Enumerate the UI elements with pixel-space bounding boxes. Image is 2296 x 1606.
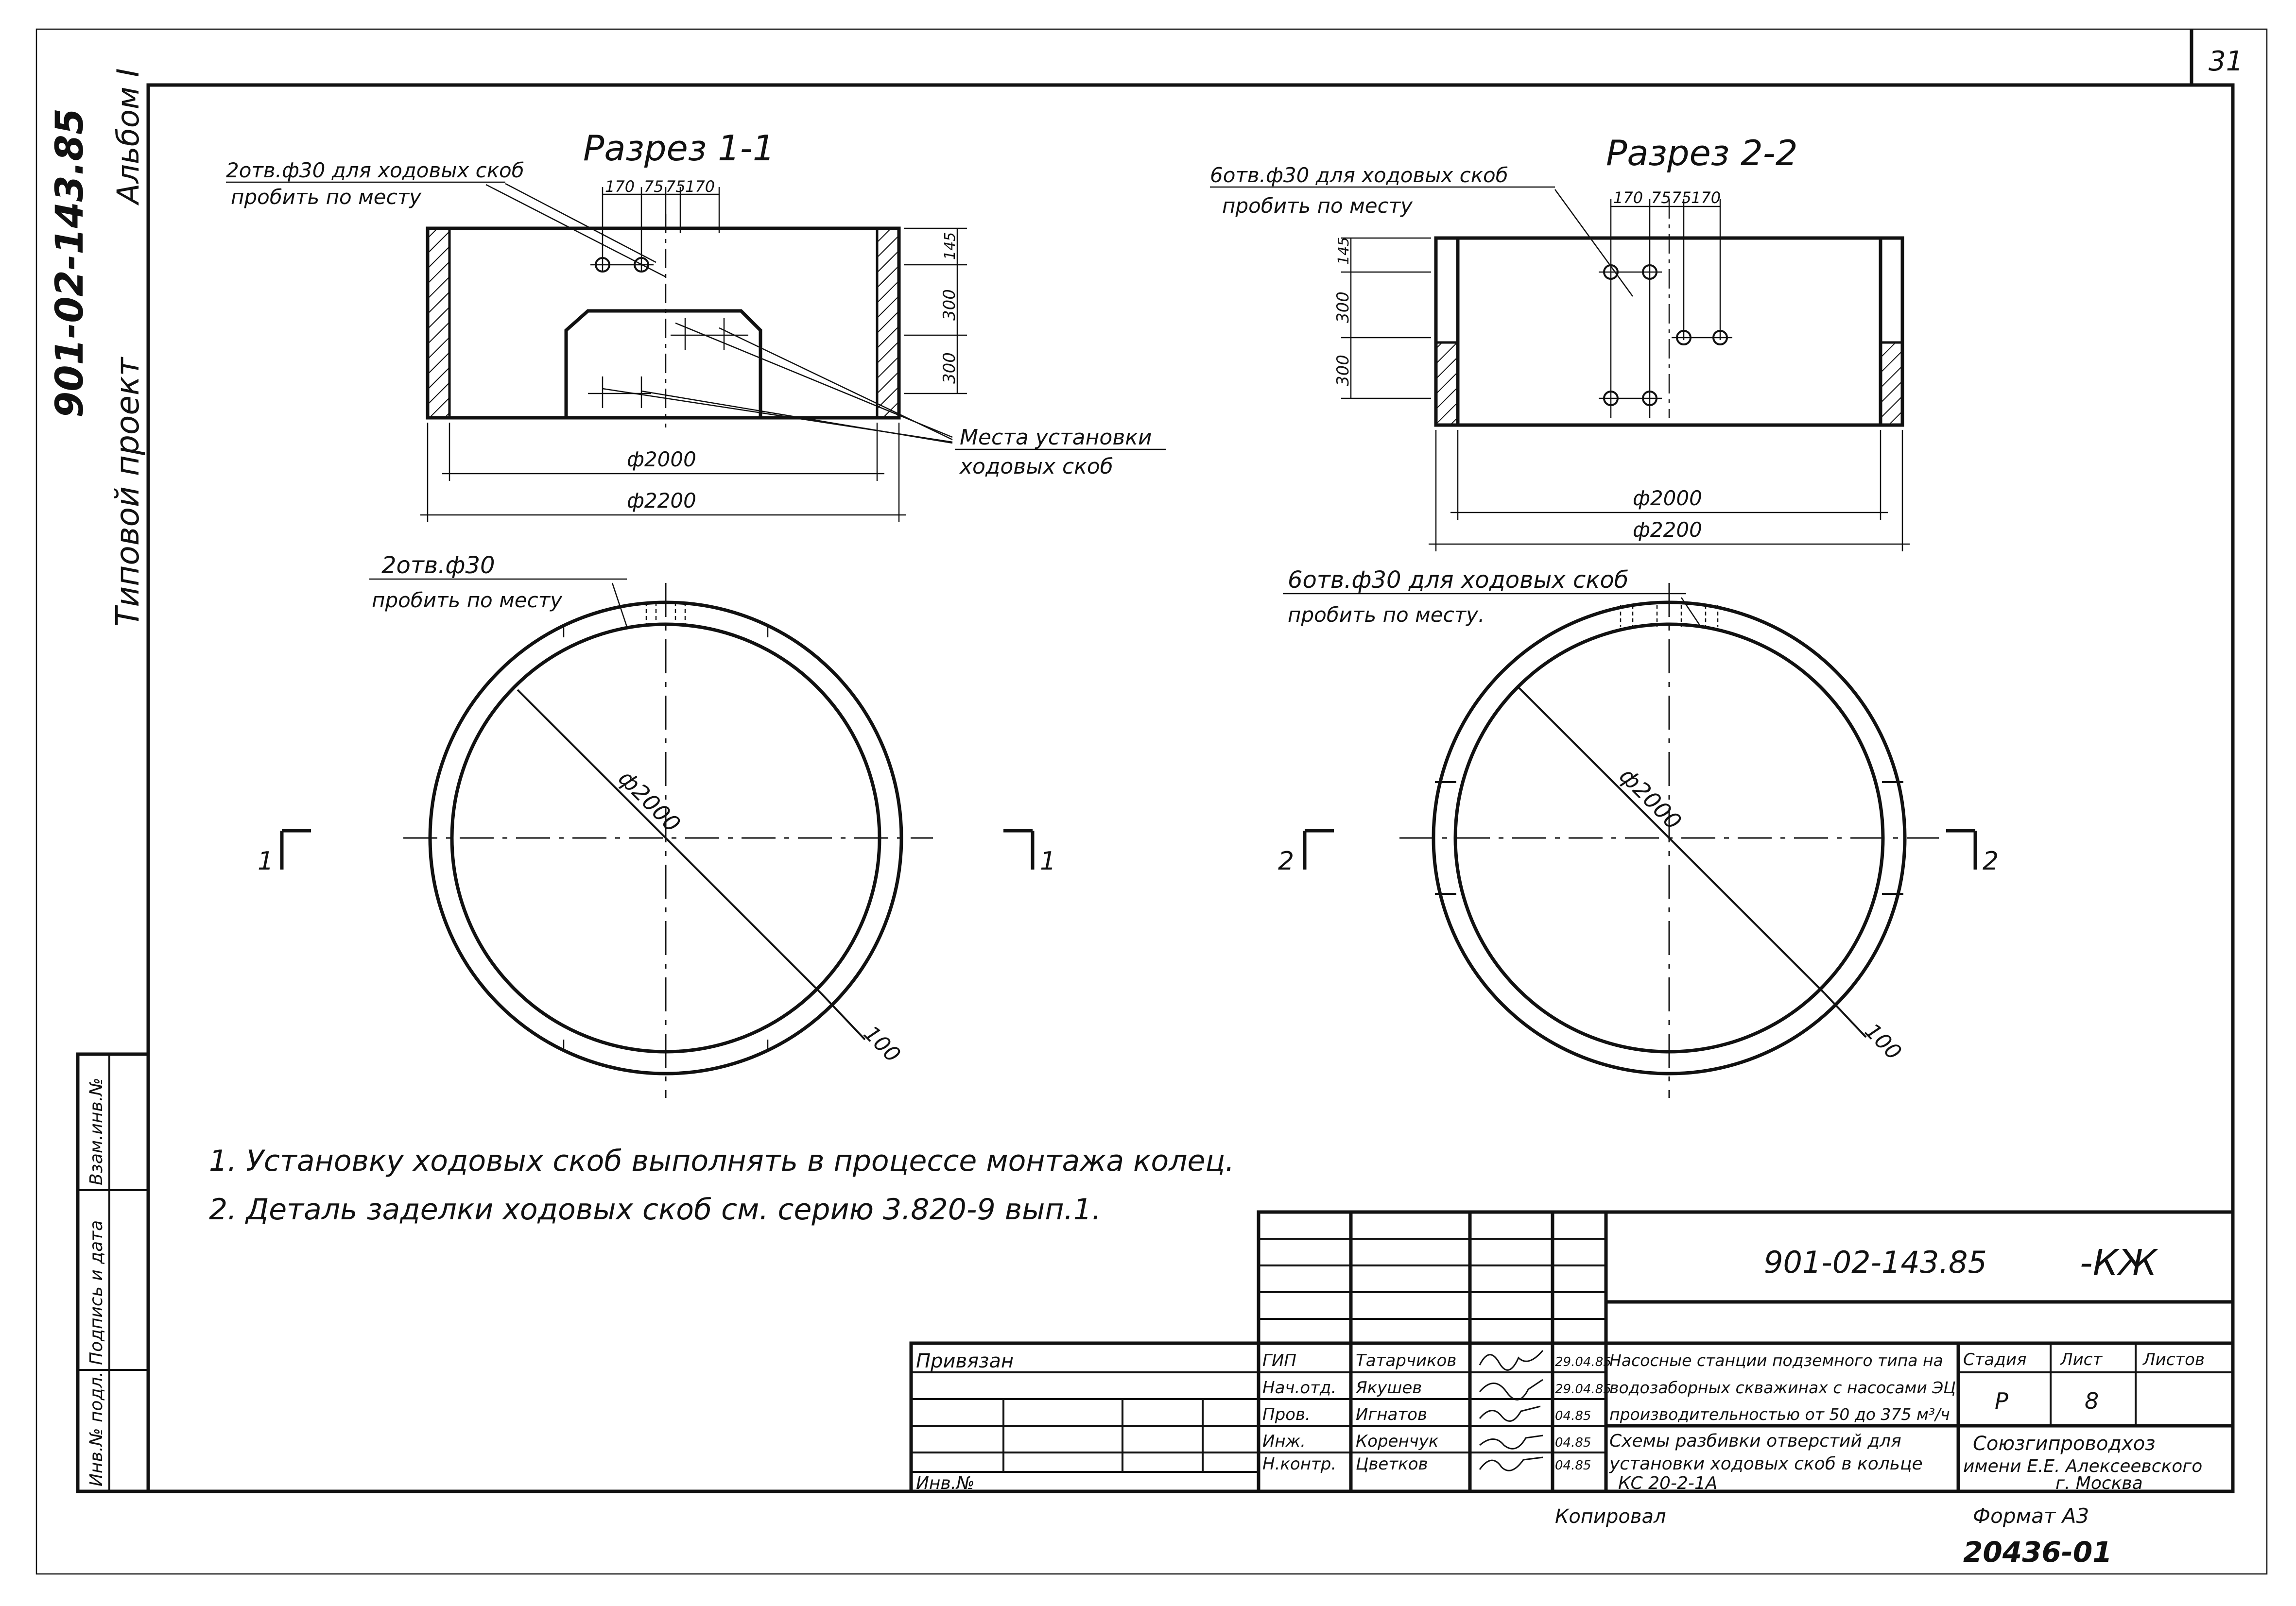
svg-text:Лист: Лист [2059, 1350, 2103, 1369]
svg-text:6отв.ф30 для ходовых скоб: 6отв.ф30 для ходовых скоб [1288, 566, 1628, 594]
svg-text:установки ходовых скоб в кольц: установки ходовых скоб в кольце [1609, 1454, 1923, 1474]
format-label: Формат А3 [1973, 1504, 2089, 1528]
svg-text:Цветков: Цветков [1356, 1454, 1428, 1474]
sheet-number: 31 [2209, 46, 2243, 77]
svg-text:Насосные станции подземного ти: Насосные станции подземного типа на [1609, 1351, 1943, 1370]
svg-text:29.04.85: 29.04.85 [1555, 1382, 1611, 1397]
note-2: 2. Деталь заделки ходовых скоб см. серию… [209, 1193, 1101, 1227]
svg-text:300: 300 [1333, 355, 1353, 386]
svg-text:Схемы разбивки отверстий для: Схемы разбивки отверстий для [1609, 1431, 1901, 1451]
archive-number: 20436-01 [1963, 1536, 2112, 1569]
svg-text:имени Е.Е. Алексеевского: имени Е.Е. Алексеевского [1963, 1456, 2202, 1476]
doc-code: 901-02-143.85 [1764, 1245, 1987, 1280]
svg-text:Союзгипроводхоз: Союзгипроводхоз [1973, 1433, 2156, 1455]
svg-text:Листов: Листов [2142, 1350, 2205, 1369]
svg-text:Игнатов: Игнатов [1356, 1405, 1427, 1424]
svg-text:170: 170 [685, 177, 715, 196]
svg-text:ф2000: ф2000 [1633, 486, 1702, 510]
svg-text:Н.контр.: Н.контр. [1262, 1454, 1336, 1474]
svg-text:170: 170 [605, 177, 635, 196]
section-1-title: Разрез 1-1 [583, 128, 775, 169]
svg-text:300: 300 [940, 352, 959, 384]
svg-text:пробить по месту: пробить по месту [372, 588, 563, 612]
svg-text:100: 100 [859, 1021, 905, 1067]
doc-mark: -КЖ [2080, 1242, 2158, 1284]
note-1: 1. Установку ходовых скоб выполнять в пр… [209, 1144, 1234, 1178]
svg-text:ф2000: ф2000 [613, 765, 686, 837]
svg-text:производительностью от 50 до 3: производительностью от 50 до 375 м³/ч [1609, 1405, 1950, 1424]
svg-text:2отв.ф30: 2отв.ф30 [381, 552, 495, 579]
svg-text:2: 2 [1983, 847, 1999, 876]
svg-text:145: 145 [1335, 237, 1352, 265]
svg-text:2: 2 [1278, 847, 1294, 876]
section-1-hole-note-1: 2отв.ф30 для ходовых скоб [226, 158, 524, 182]
outer-frame [35, 28, 2268, 1575]
svg-text:Инж.: Инж. [1262, 1432, 1306, 1451]
svg-text:водозаборных скважинах с насос: водозаборных скважинах с насосами ЭЦ [1609, 1378, 1956, 1397]
svg-text:75: 75 [666, 177, 686, 196]
svg-text:пробить по месту: пробить по месту [1222, 194, 1413, 218]
title-block: 901-02-143.85 -КЖ Привязан Инв.№ ГИП Нач… [909, 1210, 2235, 1493]
plan-2: 6отв.ф30 для ходовых скоб пробить по мес… [1278, 566, 1999, 1098]
plan-1: 2отв.ф30 пробить по месту ф2000 100 1 1 [258, 552, 1056, 1098]
left-stamp: Взам.инв.№ Подпись и дата Инв.№ подл. [76, 1052, 150, 1493]
svg-text:ф2000: ф2000 [1614, 763, 1687, 835]
svg-text:ф2000: ф2000 [627, 447, 696, 471]
svg-text:ходовых скоб: ходовых скоб [959, 454, 1113, 479]
svg-text:75: 75 [1672, 188, 1692, 207]
svg-text:04.85: 04.85 [1555, 1458, 1591, 1473]
svg-text:Татарчиков: Татарчиков [1356, 1351, 1456, 1370]
svg-text:Инв.№ подл.: Инв.№ подл. [86, 1371, 106, 1486]
svg-text:75: 75 [644, 177, 664, 196]
svg-text:170: 170 [1691, 188, 1721, 207]
svg-text:170: 170 [1613, 188, 1643, 207]
svg-text:Нач.отд.: Нач.отд. [1262, 1378, 1336, 1398]
svg-text:ф2200: ф2200 [1633, 518, 1702, 542]
svg-text:300: 300 [1333, 291, 1353, 323]
svg-text:1: 1 [258, 847, 274, 876]
section-2-title: Разрез 2-2 [1606, 133, 1798, 173]
copied-label: Копировал [1555, 1505, 1666, 1528]
svg-text:1: 1 [1040, 847, 1056, 876]
section-1-hole-note-2: пробить по месту [231, 185, 422, 209]
svg-text:29.04.85: 29.04.85 [1555, 1355, 1611, 1369]
svg-text:пробить по месту.: пробить по месту. [1288, 603, 1485, 627]
svg-text:Места установки: Места установки [960, 425, 1152, 450]
svg-text:Якушев: Якушев [1355, 1378, 1422, 1398]
svg-text:100: 100 [1860, 1019, 1906, 1065]
svg-text:Р: Р [1995, 1388, 2008, 1414]
svg-text:Стадия: Стадия [1963, 1350, 2026, 1369]
album-label: Альбом I [110, 68, 146, 206]
section-2-2: Разрез 2-2 6отв.ф30 для ходовых скоб про… [1210, 133, 1910, 551]
svg-text:04.85: 04.85 [1555, 1435, 1591, 1450]
svg-text:г. Москва: г. Москва [2055, 1473, 2143, 1493]
svg-text:75: 75 [1651, 188, 1671, 207]
section-1-1: Разрез 1-1 2отв.ф30 для ходовых скоб про… [226, 128, 967, 522]
svg-text:6отв.ф30 для ходовых скоб: 6отв.ф30 для ходовых скоб [1210, 163, 1508, 187]
svg-text:145: 145 [942, 232, 959, 260]
svg-text:300: 300 [940, 289, 959, 321]
svg-text:Пров.: Пров. [1262, 1405, 1311, 1424]
project-code-side: 901-02-143.85 [48, 108, 92, 418]
inner-frame [146, 83, 2235, 1493]
svg-text:КС 20-2-1А: КС 20-2-1А [1618, 1473, 1717, 1493]
svg-text:ф2200: ф2200 [627, 489, 696, 513]
svg-text:04.85: 04.85 [1555, 1409, 1591, 1423]
svg-text:ГИП: ГИП [1262, 1351, 1296, 1370]
mount-callout: Места установки ходовых скоб [602, 322, 1166, 479]
svg-text:Инв.№: Инв.№ [916, 1473, 975, 1493]
svg-text:8: 8 [2085, 1388, 2099, 1414]
svg-text:Взам.инв.№: Взам.инв.№ [86, 1077, 106, 1185]
svg-text:Коренчук: Коренчук [1356, 1432, 1439, 1451]
svg-text:Привязан: Привязан [916, 1350, 1014, 1372]
project-type-side: Типовой проект [109, 356, 146, 627]
svg-text:Подпись и дата: Подпись и дата [86, 1220, 106, 1365]
